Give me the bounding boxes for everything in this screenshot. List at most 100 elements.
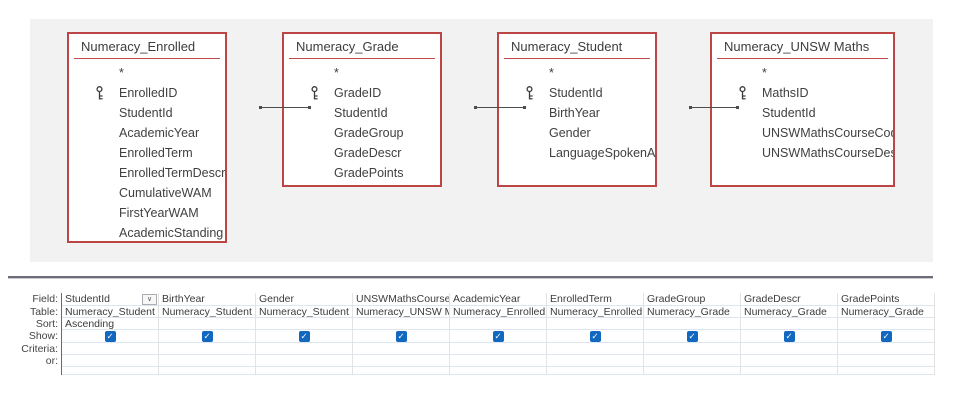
table-box-numeracy-student[interactable]: Numeracy_Student * StudentId BirthYear G…: [497, 32, 657, 187]
grid-cell-field-1[interactable]: StudentId∨: [62, 293, 159, 306]
field-row[interactable]: MathsID: [712, 83, 893, 103]
grid-cell-criteria-7[interactable]: [644, 343, 741, 355]
grid-cell-extra-4[interactable]: [353, 367, 450, 375]
grid-cell-criteria-8[interactable]: [741, 343, 838, 355]
grid-cell-criteria-2[interactable]: [159, 343, 256, 355]
table-title[interactable]: Numeracy_Grade: [284, 34, 440, 58]
grid-cell-field-2[interactable]: BirthYear: [159, 293, 256, 306]
field-row[interactable]: GradeGroup: [284, 123, 440, 143]
grid-cell-table-9[interactable]: Numeracy_Grade: [838, 306, 935, 318]
grid-cell-show-2[interactable]: ✓: [159, 330, 256, 343]
grid-cell-table-4[interactable]: Numeracy_UNSW Maths: [353, 306, 450, 318]
table-box-numeracy-enrolled[interactable]: Numeracy_Enrolled * EnrolledID StudentId…: [67, 32, 227, 243]
grid-cell-show-4[interactable]: ✓: [353, 330, 450, 343]
grid-cell-sort-2[interactable]: [159, 318, 256, 330]
grid-cell-sort-3[interactable]: [256, 318, 353, 330]
grid-cell-extra-6[interactable]: [547, 367, 644, 375]
grid-cell-table-6[interactable]: Numeracy_Enrolled: [547, 306, 644, 318]
table-title[interactable]: Numeracy_Enrolled: [69, 34, 225, 58]
grid-cell-extra-3[interactable]: [256, 367, 353, 375]
show-checkbox[interactable]: ✓: [105, 331, 116, 342]
grid-cell-field-4[interactable]: UNSWMathsCourseCode: [353, 293, 450, 306]
grid-cell-field-6[interactable]: EnrolledTerm: [547, 293, 644, 306]
grid-cell-sort-8[interactable]: [741, 318, 838, 330]
grid-cell-or-3[interactable]: [256, 355, 353, 367]
field-row[interactable]: StudentId: [499, 83, 655, 103]
grid-cell-extra-2[interactable]: [159, 367, 256, 375]
grid-cell-show-9[interactable]: ✓: [838, 330, 935, 343]
field-row[interactable]: CumulativeWAM: [69, 183, 225, 203]
grid-cell-table-3[interactable]: Numeracy_Student: [256, 306, 353, 318]
grid-cell-extra-9[interactable]: [838, 367, 935, 375]
grid-cell-show-5[interactable]: ✓: [450, 330, 547, 343]
grid-cell-or-4[interactable]: [353, 355, 450, 367]
show-checkbox[interactable]: ✓: [881, 331, 892, 342]
join-line[interactable]: [689, 107, 739, 108]
grid-cell-criteria-3[interactable]: [256, 343, 353, 355]
field-dropdown-button[interactable]: ∨: [142, 294, 157, 305]
grid-cell-extra-1[interactable]: [62, 367, 159, 375]
grid-cell-table-1[interactable]: Numeracy_Student: [62, 306, 159, 318]
diagram-pane[interactable]: Numeracy_Enrolled * EnrolledID StudentId…: [30, 19, 933, 262]
grid-cell-criteria-5[interactable]: [450, 343, 547, 355]
grid-cell-field-5[interactable]: AcademicYear: [450, 293, 547, 306]
pane-splitter[interactable]: [8, 276, 933, 279]
grid-cell-table-5[interactable]: Numeracy_Enrolled: [450, 306, 547, 318]
grid-cell-extra-7[interactable]: [644, 367, 741, 375]
show-checkbox[interactable]: ✓: [493, 331, 504, 342]
grid-cell-field-3[interactable]: Gender: [256, 293, 353, 306]
field-row[interactable]: *: [284, 63, 440, 83]
show-checkbox[interactable]: ✓: [299, 331, 310, 342]
field-row[interactable]: GradePoints: [284, 163, 440, 183]
grid-cell-or-8[interactable]: [741, 355, 838, 367]
field-row[interactable]: AcademicStanding: [69, 223, 225, 243]
grid-cell-show-6[interactable]: ✓: [547, 330, 644, 343]
field-row[interactable]: GradeDescr: [284, 143, 440, 163]
grid-cell-show-3[interactable]: ✓: [256, 330, 353, 343]
show-checkbox[interactable]: ✓: [687, 331, 698, 342]
grid-cell-sort-6[interactable]: [547, 318, 644, 330]
grid-cell-field-9[interactable]: GradePoints: [838, 293, 935, 306]
show-checkbox[interactable]: ✓: [396, 331, 407, 342]
grid-cell-or-9[interactable]: [838, 355, 935, 367]
show-checkbox[interactable]: ✓: [202, 331, 213, 342]
grid-cell-extra-5[interactable]: [450, 367, 547, 375]
grid-cell-sort-5[interactable]: [450, 318, 547, 330]
field-row[interactable]: EnrolledTerm: [69, 143, 225, 163]
grid-cell-sort-7[interactable]: [644, 318, 741, 330]
field-row[interactable]: *: [499, 63, 655, 83]
table-title[interactable]: Numeracy_UNSW Maths: [712, 34, 893, 58]
grid-cell-show-1[interactable]: ✓: [62, 330, 159, 343]
grid-cell-sort-4[interactable]: [353, 318, 450, 330]
field-row[interactable]: AcademicYear: [69, 123, 225, 143]
grid-cell-table-7[interactable]: Numeracy_Grade: [644, 306, 741, 318]
grid-cell-extra-8[interactable]: [741, 367, 838, 375]
field-row[interactable]: EnrolledTermDescr: [69, 163, 225, 183]
grid-cell-criteria-4[interactable]: [353, 343, 450, 355]
grid-cell-field-7[interactable]: GradeGroup: [644, 293, 741, 306]
table-title[interactable]: Numeracy_Student: [499, 34, 655, 58]
field-row[interactable]: StudentId: [69, 103, 225, 123]
show-checkbox[interactable]: ✓: [590, 331, 601, 342]
grid-cell-sort-1[interactable]: Ascending: [62, 318, 159, 330]
grid-cell-field-8[interactable]: GradeDescr: [741, 293, 838, 306]
field-row[interactable]: LanguageSpokenAtHome: [499, 143, 655, 163]
grid-cell-or-2[interactable]: [159, 355, 256, 367]
grid-cell-criteria-6[interactable]: [547, 343, 644, 355]
field-row[interactable]: UNSWMathsCourseCode: [712, 123, 893, 143]
field-row[interactable]: FirstYearWAM: [69, 203, 225, 223]
grid-cell-criteria-1[interactable]: [62, 343, 159, 355]
join-line[interactable]: [259, 107, 311, 108]
grid-cell-table-8[interactable]: Numeracy_Grade: [741, 306, 838, 318]
grid-cell-or-5[interactable]: [450, 355, 547, 367]
grid-cell-or-7[interactable]: [644, 355, 741, 367]
field-row[interactable]: GradeID: [284, 83, 440, 103]
field-row[interactable]: UNSWMathsCourseDescr: [712, 143, 893, 163]
field-row[interactable]: StudentId: [712, 103, 893, 123]
field-row[interactable]: *: [712, 63, 893, 83]
field-row[interactable]: *: [69, 63, 225, 83]
grid-cell-or-6[interactable]: [547, 355, 644, 367]
field-row[interactable]: Gender: [499, 123, 655, 143]
grid-cell-show-7[interactable]: ✓: [644, 330, 741, 343]
grid-cell-criteria-9[interactable]: [838, 343, 935, 355]
